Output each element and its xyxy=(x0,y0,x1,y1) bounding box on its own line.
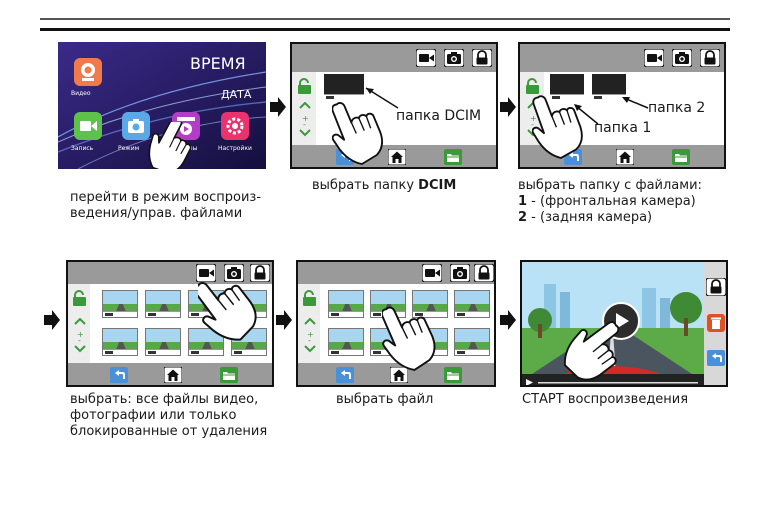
caption-step5: выбрать файл xyxy=(336,392,434,407)
folder-2-thumb[interactable] xyxy=(592,74,626,100)
caption-step4: выбрать: все файлы видео, фотографии или… xyxy=(70,392,268,439)
back-icon[interactable] xyxy=(336,367,354,383)
webcam-icon xyxy=(81,63,95,81)
top-toolbar xyxy=(298,262,494,284)
menu-mode-label: Режим xyxy=(118,145,140,152)
file-thumbnail[interactable] xyxy=(328,328,364,356)
step-arrow-icon xyxy=(44,310,60,330)
file-thumbnail[interactable] xyxy=(145,328,181,356)
menu-settings-label: Настройки xyxy=(218,145,252,152)
pointing-hand-icon xyxy=(332,96,390,167)
scroll-updown-icon[interactable] xyxy=(74,318,88,354)
home-icon[interactable] xyxy=(616,149,634,165)
time-label: ВРЕМЯ xyxy=(190,54,246,73)
playback-screen xyxy=(520,260,728,387)
file-thumbnail[interactable] xyxy=(328,290,364,318)
top-toolbar xyxy=(520,44,724,72)
folder-icon[interactable] xyxy=(444,149,462,165)
record-camera-icon xyxy=(80,121,97,131)
lock-filter-icon[interactable] xyxy=(472,49,492,67)
camera-folders-screen: папка 2 папка 1 xyxy=(518,42,726,169)
lock-filter-icon[interactable] xyxy=(474,264,494,282)
pointer-line xyxy=(622,97,649,109)
unlock-icon[interactable] xyxy=(303,290,317,306)
menu-mode-button[interactable] xyxy=(122,112,150,140)
main-menu-screen: ВРЕМЯ ДАТА Видео Запись Режим Файлы Наст… xyxy=(58,42,266,169)
back-icon[interactable] xyxy=(110,367,128,383)
photo-camera-icon xyxy=(128,119,144,133)
folder-dcim-thumb[interactable] xyxy=(324,74,364,100)
pointer-line xyxy=(574,104,599,125)
folder-icon[interactable] xyxy=(672,149,690,165)
folder-1-label: папка 1 xyxy=(594,120,652,136)
file-thumbnail[interactable] xyxy=(454,328,490,356)
video-filter-icon[interactable] xyxy=(422,264,442,282)
pointing-hand-icon xyxy=(198,268,266,352)
video-filter-icon[interactable] xyxy=(416,49,436,67)
unlock-icon[interactable] xyxy=(73,290,87,306)
menu-settings-button[interactable] xyxy=(221,112,249,140)
menu-video-button[interactable] xyxy=(74,58,102,86)
step-arrow-icon xyxy=(500,97,516,117)
top-toolbar xyxy=(68,262,272,284)
home-icon[interactable] xyxy=(164,367,182,383)
caption-step6: СТАРТ воспроизведения xyxy=(522,392,689,407)
delete-button[interactable] xyxy=(707,314,725,332)
menu-video-label: Видео xyxy=(71,90,91,97)
file-thumbnail[interactable] xyxy=(412,290,448,318)
pointing-hand-icon xyxy=(140,122,202,169)
photo-filter-icon[interactable] xyxy=(444,49,464,67)
file-filter-screen xyxy=(66,260,274,387)
file-thumbnail[interactable] xyxy=(102,328,138,356)
menu-record-button[interactable] xyxy=(74,112,102,140)
pointing-hand-icon xyxy=(532,90,589,165)
file-thumbnail[interactable] xyxy=(102,290,138,318)
top-toolbar xyxy=(292,44,496,72)
file-thumbnail[interactable] xyxy=(188,328,224,356)
folder-1-thumb[interactable] xyxy=(550,74,584,100)
step-arrow-icon xyxy=(270,97,286,117)
folder-icon[interactable] xyxy=(220,367,238,383)
top-rule xyxy=(40,18,730,20)
video-filter-icon[interactable] xyxy=(644,49,664,67)
step-arrow-icon xyxy=(276,310,292,330)
folder-2-label: папка 2 xyxy=(648,100,706,116)
folder-dcim-label: папка DCIM xyxy=(396,108,482,124)
pointing-hand-icon xyxy=(553,316,636,385)
pointing-hand-icon xyxy=(382,296,443,379)
lock-filter-icon[interactable] xyxy=(700,49,720,67)
gear-icon xyxy=(226,117,244,135)
folder-dcim-screen: папка DCIM xyxy=(290,42,498,169)
file-thumbnail[interactable] xyxy=(145,290,181,318)
back-icon[interactable] xyxy=(707,350,725,366)
menu-record-label: Запись xyxy=(71,145,94,152)
file-select-screen xyxy=(296,260,496,387)
clapper-play-icon xyxy=(177,117,195,135)
pointer-line xyxy=(365,87,399,109)
caption-step2: выбрать папку DCIM xyxy=(312,178,457,193)
playback-progress-bar[interactable] xyxy=(522,374,704,385)
photo-filter-icon[interactable] xyxy=(672,49,692,67)
scroll-updown-icon[interactable] xyxy=(299,102,313,138)
lock-icon[interactable] xyxy=(706,278,726,296)
unlock-icon[interactable] xyxy=(298,78,312,94)
file-thumbnail[interactable] xyxy=(454,290,490,318)
top-rule-thick xyxy=(40,28,730,31)
photo-filter-icon[interactable] xyxy=(450,264,470,282)
progress-play-icon xyxy=(526,379,698,385)
play-icon xyxy=(616,313,629,329)
date-label: ДАТА xyxy=(221,88,252,101)
step-arrow-icon xyxy=(500,310,516,330)
caption-step1: перейти в режим воспроиз- ведения/управ.… xyxy=(70,190,262,221)
trash-icon xyxy=(711,317,721,329)
caption-step3: выбрать папку с файлами: 1 - (фронтальна… xyxy=(518,178,702,225)
scroll-updown-icon[interactable] xyxy=(304,318,318,354)
